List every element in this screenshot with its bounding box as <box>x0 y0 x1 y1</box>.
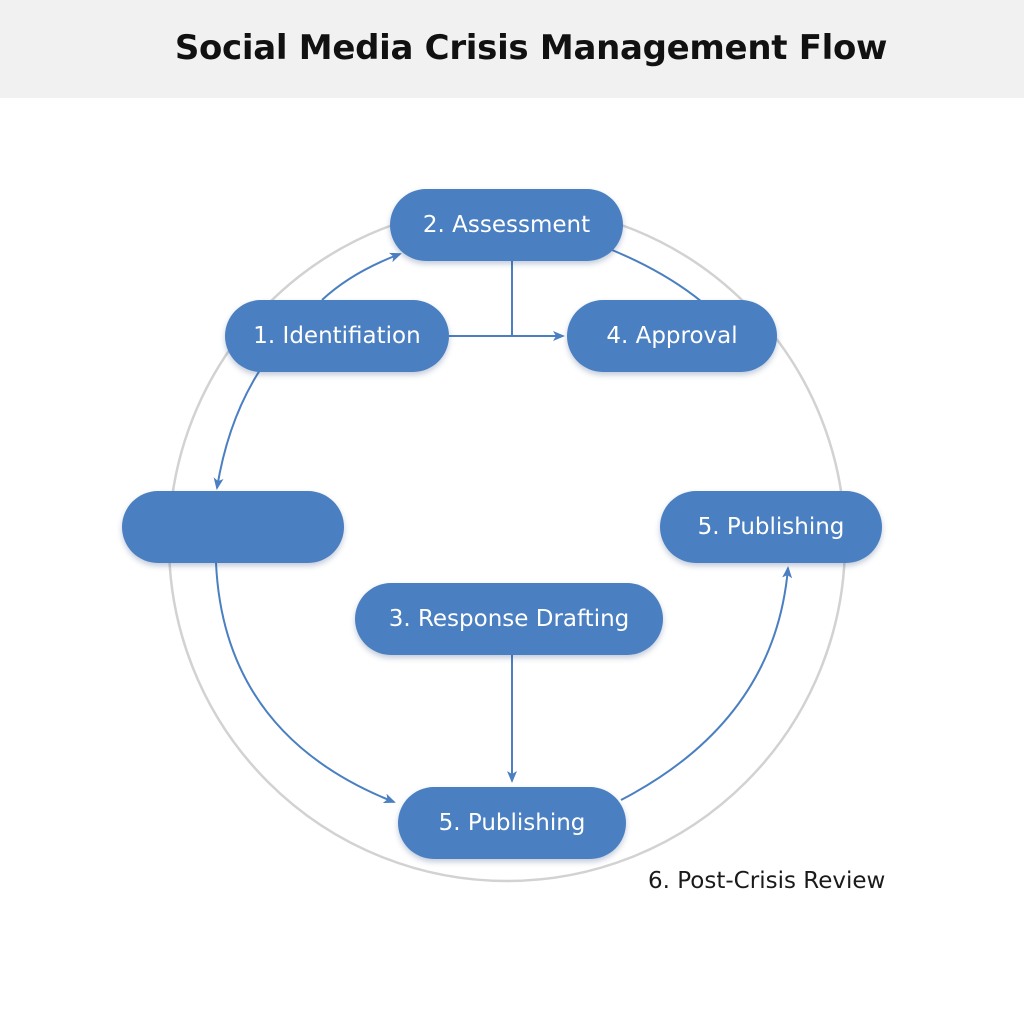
node-blank <box>122 491 344 563</box>
arrow-blank-to-publishing <box>215 562 396 803</box>
node-identification-label: 1. Identifiation <box>253 323 421 349</box>
header-band <box>0 0 1024 98</box>
node-approval: 4. Approval <box>567 300 777 372</box>
arrow-identification-to-assessment <box>321 252 402 301</box>
page-title: Social Media Crisis Management Flow <box>174 28 888 68</box>
arrow-identification-to-blank <box>213 369 261 490</box>
node-assessment-label: 2. Assessment <box>422 212 591 238</box>
node-publishing-right: 5. Publishing <box>660 491 882 563</box>
node-publishing-right-label: 5. Publishing <box>697 514 845 540</box>
node-identification: 1. Identifiation <box>225 300 449 372</box>
post-crisis-review-label: 6. Post-Crisis Review <box>648 868 886 894</box>
node-response-drafting: 3. Response Drafting <box>355 583 663 655</box>
arrow-assessment-to-approval <box>611 249 703 303</box>
node-publishing-bottom: 5. Publishing <box>398 787 626 859</box>
node-assessment: 2. Assessment <box>390 189 623 261</box>
node-publishing-bottom-label: 5. Publishing <box>438 810 586 836</box>
arrow-publishing-to-publishing <box>620 566 793 801</box>
node-approval-label: 4. Approval <box>606 323 738 349</box>
node-response-drafting-label: 3. Response Drafting <box>388 606 630 632</box>
